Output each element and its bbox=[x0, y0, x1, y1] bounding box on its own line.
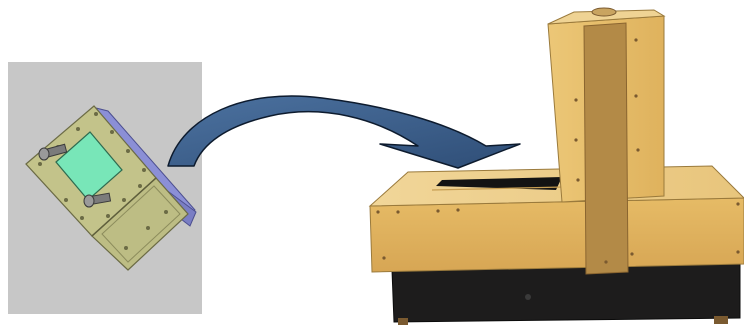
instrument-housing-front bbox=[370, 198, 744, 272]
instrument-base-port bbox=[525, 294, 531, 300]
instrument-base bbox=[392, 264, 740, 322]
component-panel bbox=[8, 62, 202, 314]
instrument-foot-right bbox=[714, 316, 728, 324]
column-stripe bbox=[584, 23, 628, 274]
insertion-arrow bbox=[168, 96, 520, 168]
instrument bbox=[370, 8, 744, 325]
instrument-foot-left bbox=[398, 318, 408, 325]
column-top-fitting bbox=[592, 8, 616, 16]
